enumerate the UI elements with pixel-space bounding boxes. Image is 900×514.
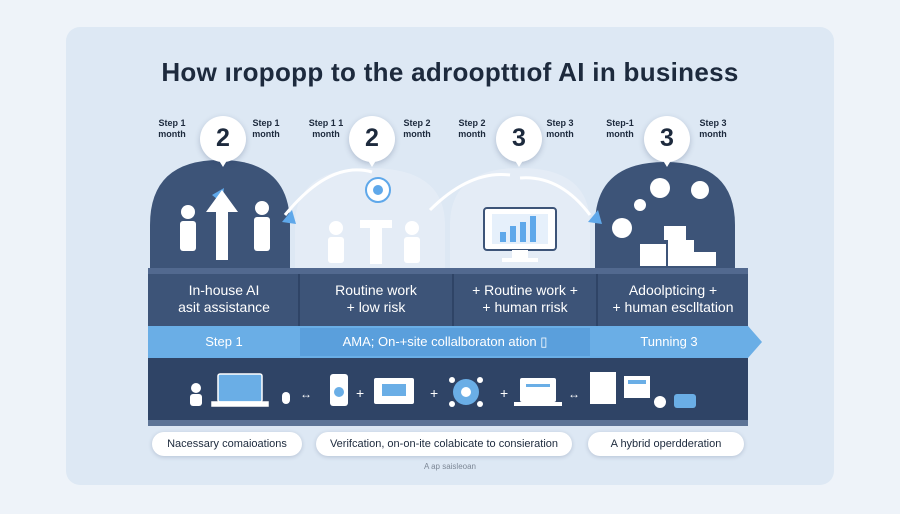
arrow-marker: [282, 210, 296, 224]
band-label: Routine work + low risk: [335, 282, 417, 315]
step-label: Step 2 month: [458, 118, 486, 139]
blue-band-label: AMA; On-+site collalboraton ation ▯: [342, 334, 548, 349]
boxes-icon: [640, 226, 716, 266]
step-label: Step 2 month: [403, 118, 431, 139]
person-icon: [180, 201, 270, 251]
band-label: + Routine work + + human rrisk: [472, 282, 578, 315]
arrow-label: +: [430, 385, 438, 401]
arrow-marker: [588, 210, 602, 224]
robot-icon: [654, 394, 696, 408]
caption-pill: Verifcation, on-on-ite colabicate to con…: [316, 432, 572, 456]
arrow-label: ↔: [300, 387, 312, 401]
monitor-chart-icon: [483, 207, 557, 262]
arrow-label: +: [500, 385, 508, 401]
step-label: Step 1 month: [252, 118, 280, 139]
gear-icon: [612, 178, 709, 238]
laptop-icon: [514, 378, 562, 406]
laptop-icon: [211, 373, 269, 407]
phone-icon: [330, 374, 348, 406]
step-label: Step 3 month: [546, 118, 574, 139]
band-label: Adoolpticing + + human esclltation: [612, 282, 734, 315]
gear-icon: [365, 177, 391, 203]
step-label: Step 1 month: [158, 118, 186, 139]
dashboard-icon: [590, 372, 650, 404]
caption-pill: Nacessary comaioations: [152, 432, 302, 456]
step-pin: 2: [349, 116, 395, 167]
arrow-up-icon: [206, 190, 238, 260]
step-pin: 3: [496, 116, 542, 167]
main-band: [148, 268, 748, 326]
network-icon: [449, 377, 483, 407]
step-pin: 2: [200, 116, 246, 167]
arrow-label: ↔: [568, 387, 580, 401]
mouse-icon: [282, 392, 290, 404]
step-label: Step-1 month: [606, 118, 634, 139]
page-title: How ıropopp to the adroopttıof AI in bus…: [161, 57, 739, 87]
step-pin: 3: [644, 116, 690, 167]
caption-pill: A hybrid operdderation: [588, 432, 744, 456]
step-label: Step 1 1 month: [308, 118, 344, 139]
step-label: Step 3 month: [699, 118, 727, 139]
person-icon: [190, 383, 202, 406]
person-icon: [328, 220, 420, 264]
footer-text: A ap saisleoan: [423, 462, 477, 471]
band-label: In-house AI asit assistance: [178, 282, 270, 315]
blue-band-label: Step 1: [205, 334, 243, 349]
laptop-icon: [374, 378, 414, 404]
arrow-label: +: [356, 385, 364, 401]
blue-band-label: Tunning 3: [640, 334, 698, 349]
